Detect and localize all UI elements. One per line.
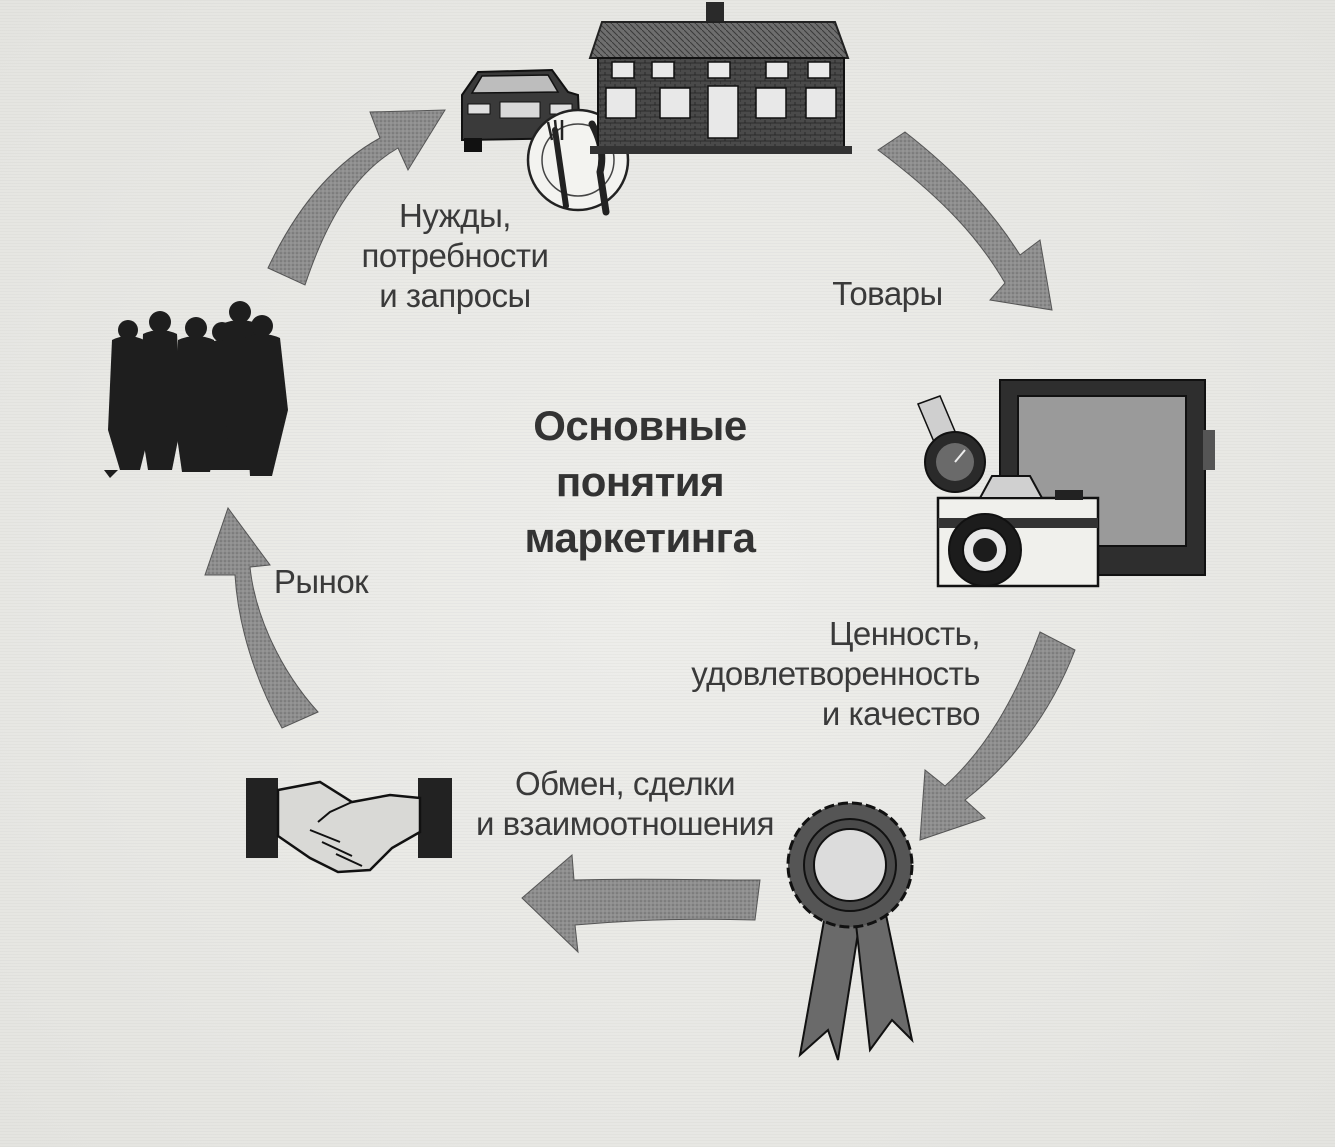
needs-line-1: Нужды, (399, 197, 511, 234)
needs-line-2: потребности (361, 237, 549, 274)
value-line-2: удовлетворенность (691, 655, 980, 692)
group-of-people-icon (104, 301, 288, 478)
value-line-3: и качество (821, 695, 981, 732)
arrow-exchange-to-market (204, 506, 319, 729)
stage-label-needs: Нужды, потребности и запросы (350, 196, 560, 316)
stage-label-exchange: Обмен, сделки и взаимоотношения (470, 764, 780, 844)
award-rosette-icon (786, 801, 914, 1061)
goods-line-1: Товары (832, 275, 943, 312)
arrow-needs-to-goods (877, 131, 1053, 311)
watch-tv-camera-icon (917, 379, 1215, 588)
title-line-1: Основные (533, 402, 747, 449)
title-line-2: понятия (555, 458, 725, 505)
arrow-market-to-needs (267, 109, 446, 286)
house-icon (588, 2, 852, 154)
handshake-icon (246, 778, 452, 874)
needs-line-3: и запросы (379, 277, 531, 314)
exchange-line-2: и взаимоотношения (476, 805, 774, 842)
arrow-goods-to-value (919, 631, 1076, 841)
value-line-1: Ценность, (828, 615, 981, 652)
arrow-value-to-exchange (521, 853, 761, 954)
stage-label-market: Рынок (266, 562, 376, 602)
title-line-3: маркетинга (524, 514, 756, 561)
stage-label-value: Ценность, удовлетворенность и качество (660, 614, 980, 734)
exchange-line-1: Обмен, сделки (514, 765, 736, 802)
market-line-1: Рынок (273, 563, 369, 600)
stage-label-goods: Товары (820, 274, 955, 314)
diagram-title: Основные понятия маркетинга (470, 398, 810, 566)
